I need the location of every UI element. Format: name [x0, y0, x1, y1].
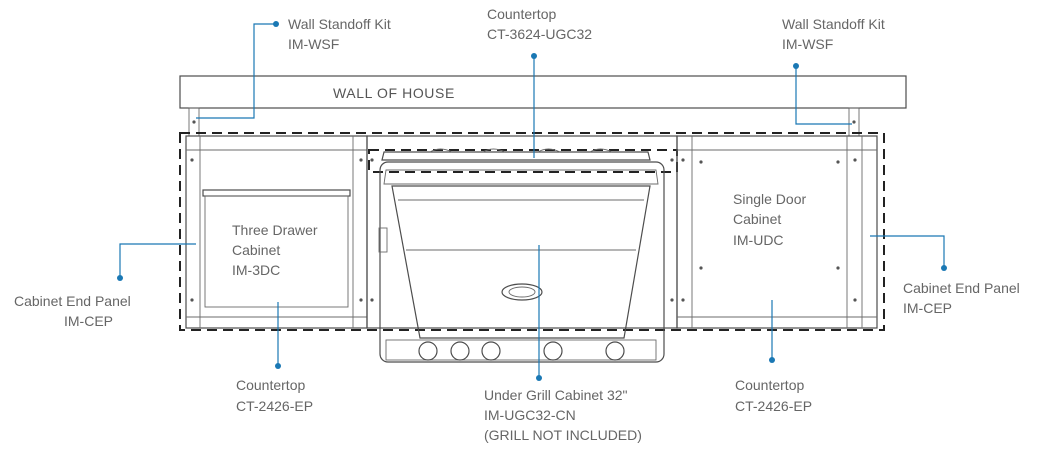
- three-drawer-line1: Three Drawer: [232, 222, 318, 238]
- leader-end-panel-left: [119, 243, 196, 278]
- single-door-cabinet-drawing: [676, 135, 878, 329]
- under-grill-name: Under Grill Cabinet 32": [484, 387, 628, 403]
- countertop-left-sku: CT-2426-EP: [236, 398, 313, 414]
- countertop-top-sku: CT-3624-UGC32: [487, 26, 592, 42]
- leader-wall-standoff-right: [795, 66, 852, 125]
- end-panel-right-sku: IM-CEP: [903, 300, 952, 316]
- single-door-line2: Cabinet: [733, 211, 781, 227]
- countertop-right-sku: CT-2426-EP: [735, 398, 812, 414]
- grill-countertop-outline: [368, 149, 678, 173]
- wall-standoff-right-name: Wall Standoff Kit: [782, 16, 885, 32]
- wall-label: WALL OF HOUSE: [333, 85, 455, 101]
- leader-end-panel-right: [870, 235, 945, 268]
- wall-standoff-left-name: Wall Standoff Kit: [288, 16, 391, 32]
- wall-standoff-posts: [188, 107, 860, 137]
- wall-of-house: WALL OF HOUSE: [179, 75, 907, 109]
- wall-standoff-right-sku: IM-WSF: [782, 36, 833, 52]
- countertop-outlines: [179, 132, 885, 331]
- full-countertop-outline: [179, 132, 885, 331]
- wall-standoff-left-sku: IM-WSF: [288, 36, 339, 52]
- countertop-left-name: Countertop: [236, 377, 305, 393]
- under-grill-sku: IM-UGC32-CN: [484, 407, 576, 423]
- single-door-line1: Single Door: [733, 191, 806, 207]
- leader-wall-standoff-left: [196, 23, 276, 119]
- end-panel-left-sku: IM-CEP: [64, 313, 113, 329]
- end-panel-left-name: Cabinet End Panel: [14, 293, 131, 309]
- three-drawer-line2: Cabinet: [232, 242, 280, 258]
- leader-lines: [117, 21, 947, 381]
- single-door-sku: IM-UDC: [733, 232, 784, 248]
- callout-labels: Wall Standoff Kit IM-WSF Countertop CT-3…: [14, 6, 1020, 443]
- under-grill-note: (GRILL NOT INCLUDED): [484, 427, 642, 443]
- countertop-right-name: Countertop: [735, 377, 804, 393]
- three-drawer-sku: IM-3DC: [232, 262, 280, 278]
- countertop-top-name: Countertop: [487, 6, 556, 22]
- under-grill-cabinet-drawing: [366, 135, 678, 363]
- end-panel-right-name: Cabinet End Panel: [903, 280, 1020, 296]
